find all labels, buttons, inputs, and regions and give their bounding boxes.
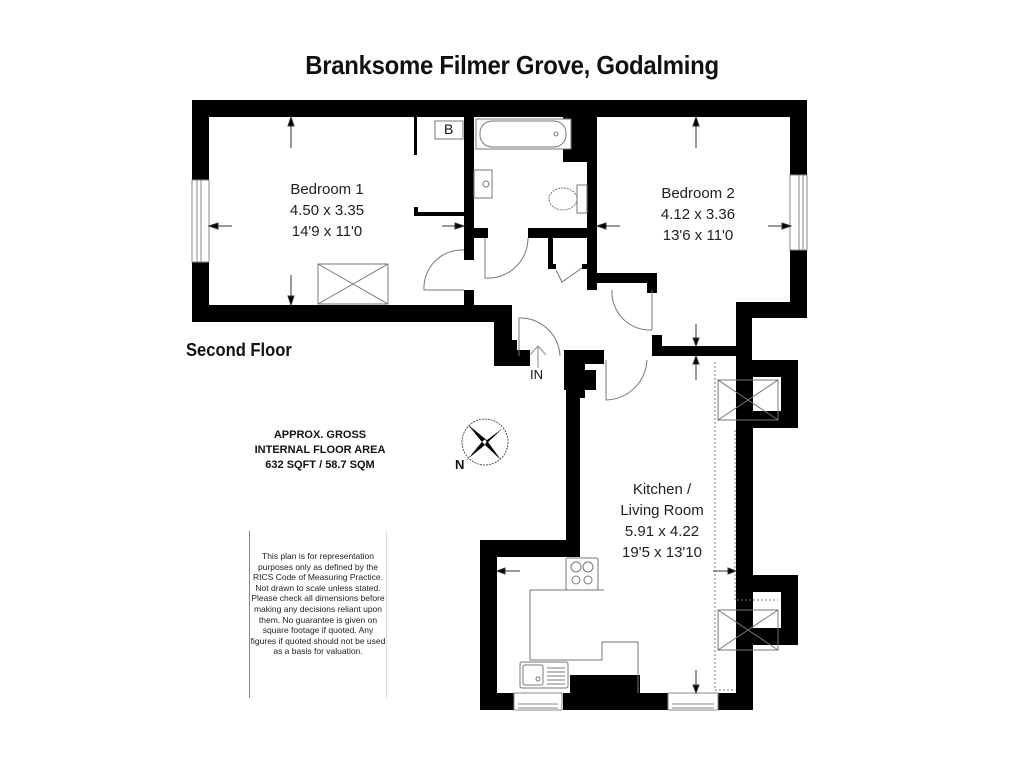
room-metric-size: 4.50 x 3.35 bbox=[289, 202, 365, 219]
area-line-1: APPROX. GROSS bbox=[273, 429, 367, 441]
kitchen-fixtures bbox=[519, 557, 639, 693]
compass-icon bbox=[461, 418, 509, 466]
area-line-2: INTERNAL FLOOR AREA bbox=[254, 444, 386, 456]
boiler-label: B bbox=[444, 121, 454, 137]
room-name: Bedroom 2 bbox=[661, 185, 735, 202]
plan-title: Branksome Filmer Grove, Godalming bbox=[305, 50, 719, 80]
area-line-3: 632 SQFT / 58.7 SQM bbox=[265, 459, 375, 471]
skylight-icons bbox=[317, 263, 779, 691]
door-swings bbox=[423, 237, 653, 401]
room-imperial-size: 14'9 x 11'0 bbox=[291, 223, 363, 240]
room-imperial-size: 13'6 x 11'0 bbox=[662, 227, 734, 244]
floor-label: Second Floor bbox=[186, 340, 292, 360]
room-metric-size: 5.91 x 4.22 bbox=[624, 523, 700, 540]
room-bedroom-1: Bedroom 1 4.50 x 3.35 14'9 x 11'0 bbox=[262, 179, 392, 242]
entrance-label: IN bbox=[530, 367, 543, 382]
room-imperial-size: 19'5 x 13'10 bbox=[622, 544, 702, 561]
disclaimer-text: This plan is for representation purposes… bbox=[249, 531, 387, 698]
entrance-arrow-icon bbox=[529, 345, 547, 368]
room-name-line2: Living Room bbox=[620, 502, 704, 519]
room-metric-size: 4.12 x 3.36 bbox=[660, 206, 736, 223]
walls bbox=[192, 100, 807, 710]
room-name: Bedroom 1 bbox=[290, 181, 364, 198]
dimension-arrows bbox=[207, 115, 793, 695]
windows bbox=[191, 174, 808, 711]
boiler-icon bbox=[434, 120, 464, 140]
compass-north-label: N bbox=[455, 457, 465, 472]
bathroom-fixtures bbox=[473, 118, 588, 214]
room-name: Kitchen / bbox=[632, 481, 692, 498]
floor-area-summary: APPROX. GROSS INTERNAL FLOOR AREA 632 SQ… bbox=[230, 428, 410, 473]
room-bedroom-2: Bedroom 2 4.12 x 3.36 13'6 x 11'0 bbox=[633, 183, 763, 246]
room-kitchen-living: Kitchen / Living Room 5.91 x 4.22 19'5 x… bbox=[597, 479, 727, 563]
